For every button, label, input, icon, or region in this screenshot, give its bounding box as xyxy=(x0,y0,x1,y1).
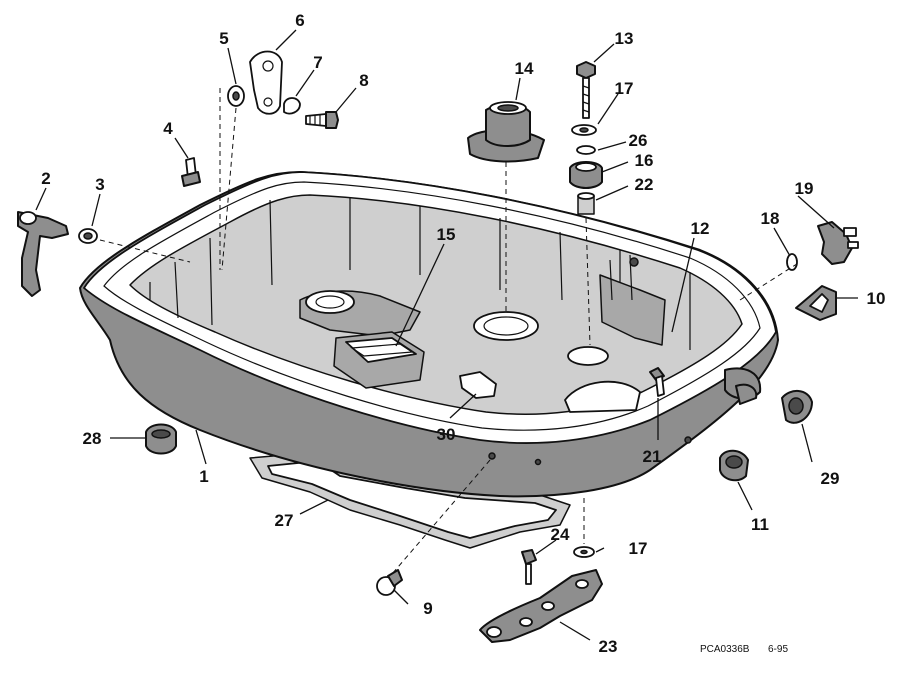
label-1: 1 xyxy=(199,467,208,486)
latch-bracket-right xyxy=(786,221,859,321)
lower-bracket-hardware xyxy=(479,546,603,643)
stud-part xyxy=(181,157,201,187)
label-9: 9 xyxy=(423,599,432,618)
latch-hardware xyxy=(227,50,339,129)
label-6: 6 xyxy=(295,11,304,30)
label-22: 22 xyxy=(635,175,654,194)
drawing-code: PCA0336B xyxy=(700,644,750,655)
label-23: 23 xyxy=(599,637,618,656)
label-13: 13 xyxy=(615,29,634,48)
label-15: 15 xyxy=(437,225,456,244)
label-3: 3 xyxy=(95,175,104,194)
lower-cover-pan xyxy=(79,171,779,498)
seal-part xyxy=(333,331,425,389)
revision-date: 6-95 xyxy=(768,644,788,655)
screw-21 xyxy=(649,367,665,397)
grommets-side xyxy=(145,390,813,482)
label-18: 18 xyxy=(761,209,780,228)
bolt-stack xyxy=(569,61,603,215)
label-17-bottom: 17 xyxy=(629,539,648,558)
clip-part xyxy=(459,371,497,399)
assembly-lines xyxy=(99,88,801,575)
label-5: 5 xyxy=(219,29,228,48)
label-24: 24 xyxy=(551,525,570,544)
label-19: 19 xyxy=(795,179,814,198)
label-27: 27 xyxy=(275,511,294,530)
grommet-part xyxy=(467,101,545,163)
leader-lines xyxy=(35,29,858,641)
label-16: 16 xyxy=(635,151,654,170)
label-14: 14 xyxy=(515,59,534,78)
label-8: 8 xyxy=(359,71,368,90)
label-7: 7 xyxy=(313,53,322,72)
label-21: 21 xyxy=(643,447,662,466)
label-4: 4 xyxy=(163,119,173,138)
label-11: 11 xyxy=(751,515,769,534)
label-26: 26 xyxy=(629,131,648,150)
label-17-top: 17 xyxy=(615,79,634,98)
label-2: 2 xyxy=(41,169,50,188)
label-10: 10 xyxy=(867,289,886,308)
part-number-labels: 1 2 3 4 5 6 7 8 9 10 11 12 13 14 15 16 1… xyxy=(41,11,885,656)
label-29: 29 xyxy=(821,469,840,488)
label-12: 12 xyxy=(691,219,710,238)
plug-part xyxy=(376,569,403,596)
label-28: 28 xyxy=(83,429,102,448)
label-30: 30 xyxy=(437,425,456,444)
lever-part xyxy=(17,211,98,297)
